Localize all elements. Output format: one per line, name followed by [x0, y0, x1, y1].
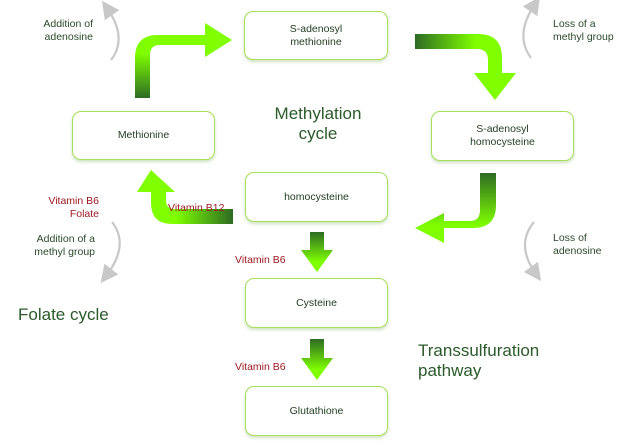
node-s-adenosyl-methionine: S-adenosyl methionine [244, 11, 388, 60]
arrow-methionine-to-sam [135, 23, 232, 98]
arrow-homocysteine-to-methionine [137, 170, 233, 224]
node-methionine: Methionine [72, 111, 215, 160]
side-arrow-loss-of-adenosine [523, 221, 542, 282]
cofactor-vitamin-b6-cysteine: Vitamin B6 [235, 254, 286, 266]
label-loss-of-adenosine: Loss of adenosine [553, 232, 602, 257]
title-transsulfuration-pathway: Transsulfuration pathway [418, 341, 540, 380]
node-s-adenosyl-homocysteine: S-adenosyl homocysteine [431, 111, 574, 161]
cofactor-vitamin-b6-glutathione: Vitamin B6 [235, 361, 286, 373]
side-arrow-addition-of-adenosine [101, 0, 120, 61]
label-loss-of-methyl-group: Loss of a methyl group [553, 18, 614, 43]
title-methylation-cycle: Methylation cycle [274, 104, 362, 143]
side-arrow-loss-of-methyl-group [522, 0, 540, 59]
node-cysteine: Cysteine [245, 278, 388, 328]
node-homocysteine: homocysteine [245, 172, 388, 222]
arrow-cysteine-to-glutathione [301, 339, 333, 380]
label-addition-of-methyl-group: Addition of a methyl group [34, 233, 95, 258]
cofactor-vitamin-b12: Vitamin B12 [168, 202, 225, 214]
cofactor-vitamin-b6-folate: Vitamin B6 Folate [48, 195, 99, 220]
side-arrow-addition-of-methyl-group [100, 221, 121, 283]
label-addition-of-adenosine: Addition of adenosine [43, 18, 93, 43]
arrow-homocysteine-to-cysteine [301, 232, 333, 272]
arrow-sam-to-sah [415, 34, 516, 100]
node-glutathione: Glutathione [245, 386, 388, 436]
title-folate-cycle: Folate cycle [18, 305, 109, 324]
arrow-sah-to-homocysteine [415, 173, 496, 243]
